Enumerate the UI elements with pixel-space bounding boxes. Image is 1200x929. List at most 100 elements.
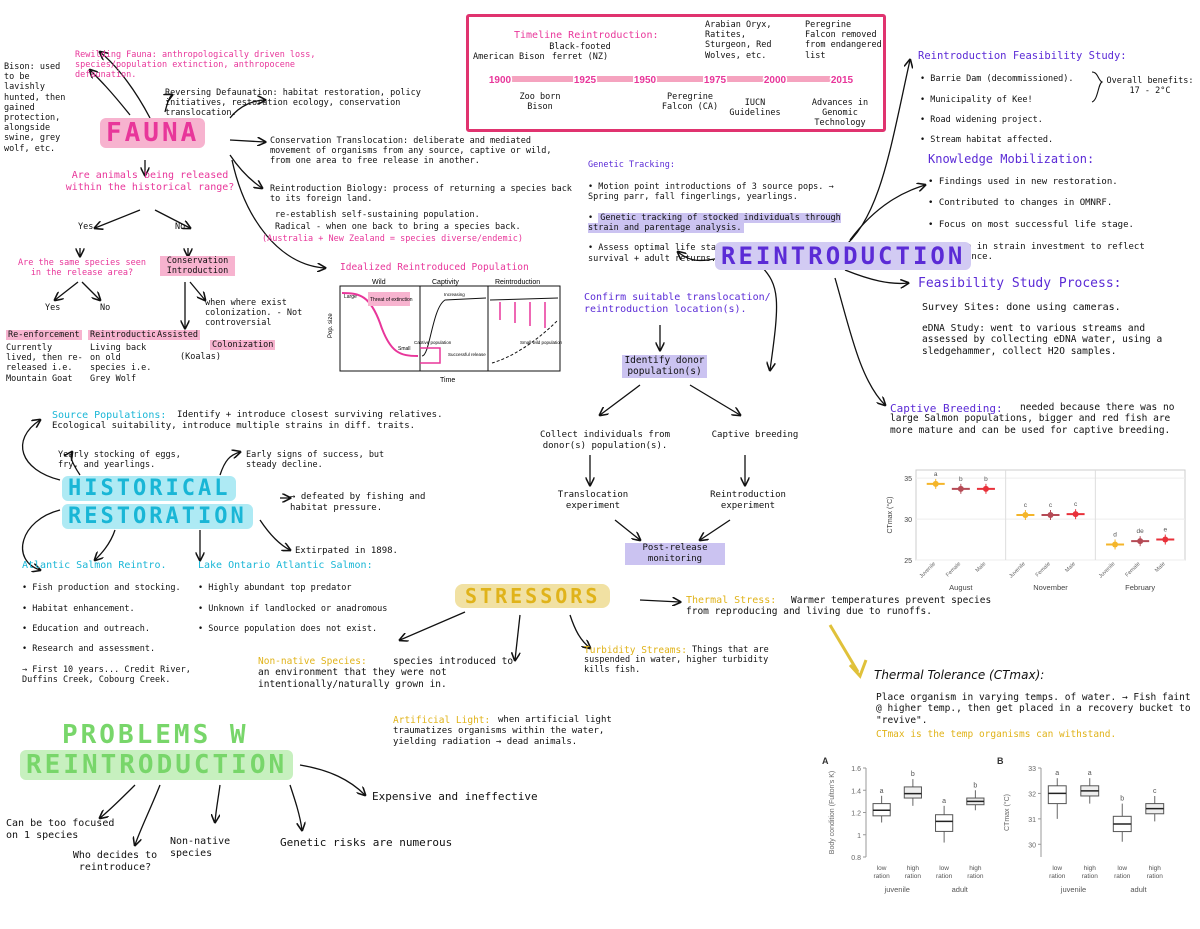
timeline-box: [466, 14, 886, 132]
timeline-title: Timeline Reintroduction:: [514, 30, 659, 41]
lake-ontario-list: • Highly abundant top predator • Unknown…: [198, 573, 398, 644]
timeline-year: 1975: [704, 75, 727, 86]
reversing-defaunation: Reversing Defaunation: habitat restorati…: [165, 88, 421, 119]
feasibility-list: • Barrie Dam (decommissioned). • Municip…: [920, 64, 1095, 156]
boxplot-a-ytick: 0.8: [851, 855, 861, 862]
boxplot-a-xtick: ration: [873, 873, 890, 880]
source-text: Identify + introduce closest surviving r…: [52, 410, 443, 431]
chart1-subcategory-label: Juvenile: [919, 561, 938, 580]
ctmax-title: Thermal Tolerance (CTmax):: [874, 668, 1045, 682]
boxplot-b-xtick: ration: [1147, 873, 1164, 880]
chart1-subcategory-label: Male: [975, 561, 988, 574]
chart1-subcategory-label: Juvenile: [1008, 561, 1027, 580]
lake-item-3: • Source population does not exist.: [198, 623, 378, 634]
boxplot-b-xtick: low: [1117, 865, 1127, 872]
boxplot-b-box: [1047, 785, 1067, 805]
bison-note: Bison: used to be lavishly hunted, then …: [4, 62, 66, 154]
boxplot-b-xtick: high: [1084, 865, 1097, 872]
boxplot-a-xtick: high: [907, 865, 920, 872]
atlantic-item-2: • Habitat enhancement.: [22, 603, 135, 614]
boxplot-b-xtick: ration: [1049, 873, 1066, 880]
source-title: Source Populations:: [52, 410, 167, 421]
chart1-ylabel: CTmax (°C): [886, 496, 894, 533]
chart1-point: [1047, 512, 1054, 518]
timeline-year: 2000: [764, 75, 787, 86]
boxplot-a-xtick: high: [969, 865, 982, 872]
chart1-subcategory-label: Male: [1064, 561, 1077, 574]
colonization-label: Colonization: [210, 340, 276, 351]
restoration-title: RESTORATION: [62, 504, 253, 529]
chart1-point: [1162, 536, 1169, 543]
reintro-bio-point-3: (Australia + New Zealand = species diver…: [262, 234, 523, 244]
defeated-note: → defeated by fishing and habitat pressu…: [290, 492, 426, 513]
lake-ontario-title: Lake Ontario Atlantic Salmon:: [198, 560, 373, 571]
feasibility-title: Reintroduction Feasibility Study:: [918, 50, 1127, 62]
idealized-note-captive: Captive population: [414, 340, 452, 345]
answer-no: No: [175, 222, 186, 232]
chart1-letter: d: [1113, 531, 1117, 538]
assisted-note: when where exist colonization. - Not con…: [205, 298, 303, 329]
lake-item-1: • Highly abundant top predator: [198, 583, 352, 594]
boxplot-a-xtick: low: [939, 865, 949, 872]
genetic-item-2: • Genetic tracking of stocked individual…: [588, 212, 841, 233]
artificial-light-text: when artificial light traumatizes organi…: [393, 715, 612, 747]
atlantic-item-5: → First 10 years... Credit River, Duffin…: [22, 664, 191, 685]
boxplot-b-group-label: juvenile: [1060, 885, 1086, 894]
chart1-point: [982, 485, 989, 492]
chart1-letter: c: [1049, 502, 1053, 509]
timeline-year: 2015: [831, 75, 854, 86]
chart1-subcategory-label: Juvenile: [1098, 561, 1117, 580]
turbidity-text: Things that are suspended in water, high…: [584, 645, 769, 676]
timeline-below-1: Zoo born Bison: [519, 92, 561, 113]
timeline-above-1: American Bison: [473, 52, 545, 62]
idealized-label-captivity: Captivity: [432, 279, 459, 286]
feasibility-item-3: • Road widening project.: [920, 114, 1043, 125]
timeline-below-3: IUCN Guidelines: [729, 98, 781, 119]
chart1-letter: de: [1137, 528, 1145, 535]
genetic-list: • Motion point introductions of 3 source…: [588, 172, 850, 274]
chart1-letter: b: [984, 476, 988, 483]
rewilding-fauna: Rewilding Fauna: anthropologically drive…: [75, 50, 316, 81]
knowledge-item-2: • Contributed to changes in OMNRF.: [928, 198, 1113, 209]
answer-no-2: No: [100, 303, 111, 313]
timeline-year: 1925: [574, 75, 597, 86]
chart1-point: [1112, 541, 1119, 548]
flow-translocation-experiment: Translocation experiment: [557, 490, 629, 511]
feasibility-overall: Overall benefits: 17 - 2°C: [1106, 76, 1194, 97]
same-species-question: Are the same species seen in the release…: [18, 258, 146, 279]
answer-yes: Yes: [78, 222, 94, 232]
boxplot-a-xtick: ration: [905, 873, 922, 880]
chart1-subcategory-label: Female: [1124, 561, 1141, 578]
boxplot-a-letter: a: [942, 798, 946, 805]
idealized-note-small: Small: [398, 346, 411, 352]
boxplot-a-box: [903, 786, 922, 799]
artificial-light-label: Artificial Light:: [393, 715, 491, 726]
idealized-xlabel: Time: [440, 377, 455, 384]
problems-title: PROBLEMS W: [62, 720, 249, 750]
boxplot-a-group-label: adult: [952, 885, 969, 894]
idealized-ylabel: Pop. size: [328, 313, 334, 338]
problem-who-decides: Who decides to reintroduce?: [72, 850, 158, 873]
chart1-subcategory-label: Male: [1154, 561, 1167, 574]
boxplot-b-ylabel: CTmax (°C): [1003, 794, 1011, 831]
flow-identify-donor: Identify donor population(s): [622, 355, 707, 378]
chart1-point: [1072, 511, 1079, 518]
chart1-ytick: 25: [904, 558, 912, 565]
boxplot-a-ytick: 1.2: [851, 811, 861, 818]
boxplot-b-letter: a: [1055, 770, 1059, 777]
chart1-point: [957, 485, 964, 492]
atlantic-item-4: • Research and assessment.: [22, 644, 156, 655]
timeline-below-4: Advances in Genomic Technology: [811, 98, 869, 129]
boxplot-a-letter: a: [880, 788, 884, 795]
process-title: Feasibility Study Process:: [918, 276, 1122, 291]
timeline-above-4: Peregrine Falcon removed from endangered…: [805, 20, 882, 61]
boxplot-a-box: [935, 814, 954, 832]
boxplot-b-letter: c: [1153, 788, 1157, 795]
chart1-group-label: November: [1033, 583, 1068, 592]
timeline-above-3: Arabian Oryx, Ratites, Sturgeon, Red Wol…: [705, 20, 772, 61]
survey-sites: Survey Sites: done using cameras.: [922, 302, 1121, 313]
boxplot-b-panel-label: B: [997, 756, 1004, 766]
